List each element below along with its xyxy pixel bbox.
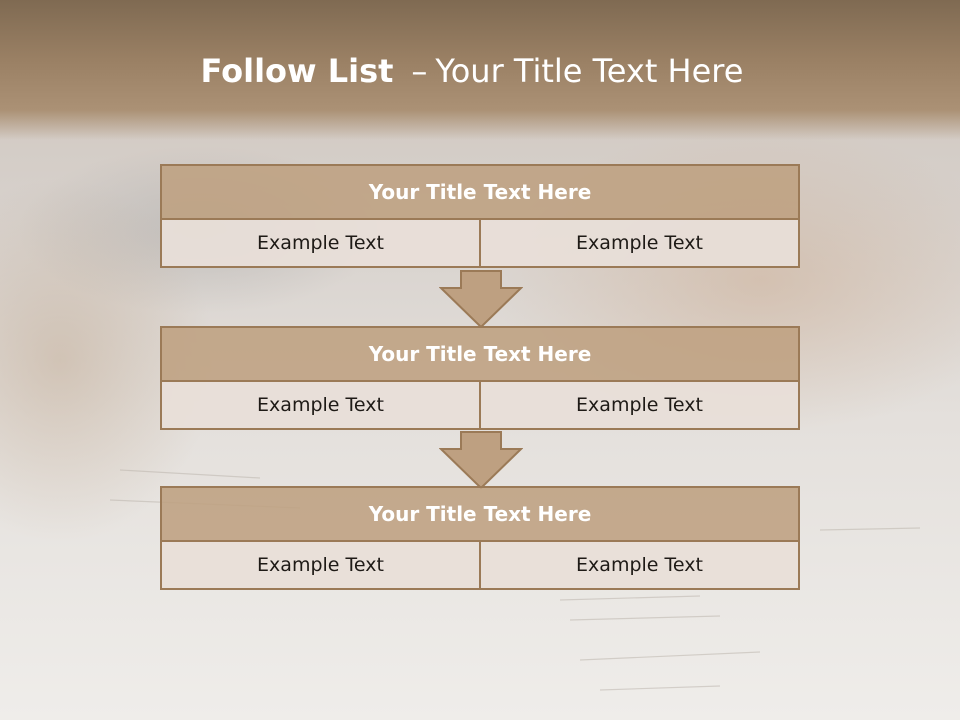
page-title: Follow List–Your Title Text Here bbox=[0, 52, 944, 90]
step-3-row: Example Text Example Text bbox=[160, 540, 800, 590]
step-3-title: Your Title Text Here bbox=[160, 486, 800, 542]
step-1-right-cell: Example Text bbox=[479, 218, 800, 268]
title-band bbox=[0, 0, 960, 140]
down-arrow-icon bbox=[439, 270, 523, 329]
step-3-left-cell: Example Text bbox=[160, 540, 481, 590]
step-1-title: Your Title Text Here bbox=[160, 164, 800, 220]
step-1-row: Example Text Example Text bbox=[160, 218, 800, 268]
step-2-row: Example Text Example Text bbox=[160, 380, 800, 430]
title-dash: – bbox=[411, 52, 428, 90]
down-arrow-icon bbox=[439, 431, 523, 490]
step-2-title: Your Title Text Here bbox=[160, 326, 800, 382]
step-3-right-cell: Example Text bbox=[479, 540, 800, 590]
step-3: Your Title Text Here Example Text Exampl… bbox=[160, 486, 800, 590]
step-2-left-cell: Example Text bbox=[160, 380, 481, 430]
title-rest: Your Title Text Here bbox=[435, 52, 744, 90]
step-1: Your Title Text Here Example Text Exampl… bbox=[160, 164, 800, 268]
step-2-right-cell: Example Text bbox=[479, 380, 800, 430]
title-bold: Follow List bbox=[200, 52, 394, 90]
step-2: Your Title Text Here Example Text Exampl… bbox=[160, 326, 800, 430]
step-1-left-cell: Example Text bbox=[160, 218, 481, 268]
